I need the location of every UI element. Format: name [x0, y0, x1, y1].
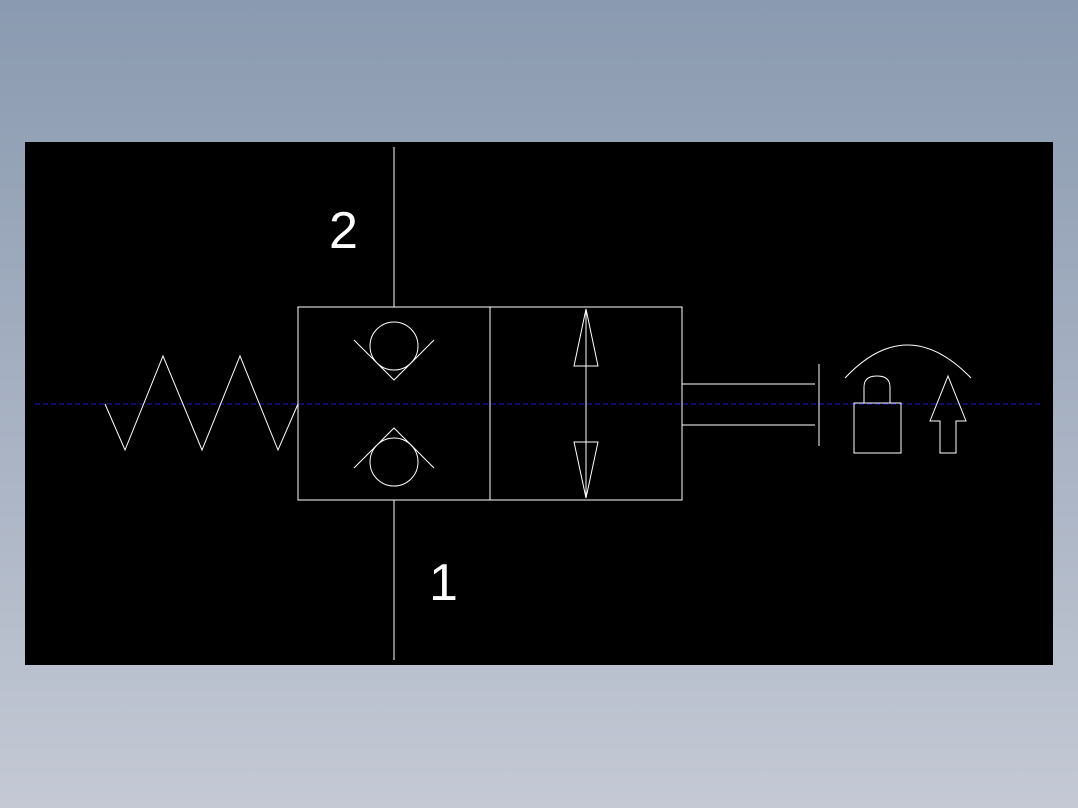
port-label-1: 1	[429, 554, 458, 612]
valve-block-right	[489, 306, 683, 501]
spring-icon	[104, 354, 299, 452]
arc-cover-icon	[844, 344, 972, 379]
double-arrow-icon	[573, 308, 599, 499]
padlock-icon	[853, 375, 902, 454]
port-label-2: 2	[329, 202, 358, 260]
check-valve-icon	[353, 427, 435, 487]
cad-drawing-viewport[interactable]: 2 1	[25, 142, 1053, 665]
check-valve-icon	[353, 321, 435, 381]
valve-symbol-drawing: 2 1	[35, 147, 1043, 660]
up-arrow-icon	[929, 374, 967, 454]
plunger-icon	[682, 364, 820, 446]
